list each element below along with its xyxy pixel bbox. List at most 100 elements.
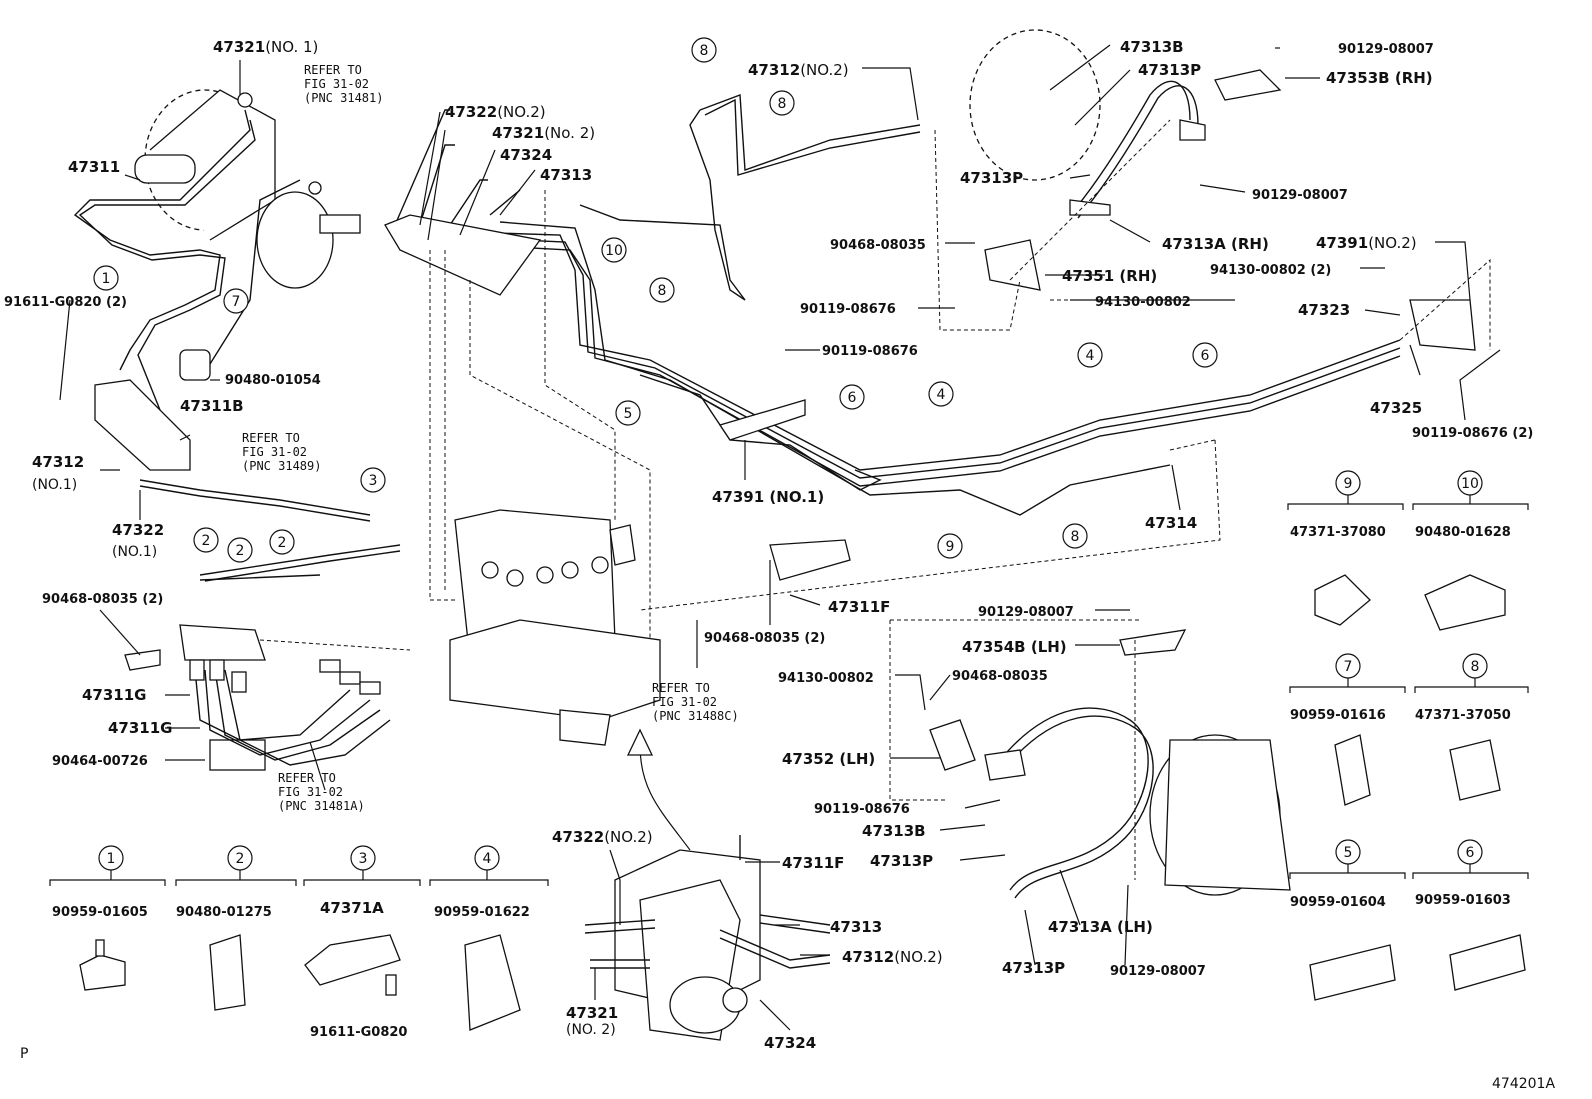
label-90464: 90464-00726 <box>52 754 148 769</box>
svg-text:90959-01616: 90959-01616 <box>1290 708 1386 723</box>
svg-text:91611-G0820: 91611-G0820 <box>310 1025 407 1040</box>
svg-text:9: 9 <box>1344 476 1353 492</box>
arrow-head <box>626 728 654 756</box>
svg-text:6: 6 <box>1201 348 1210 364</box>
label-47321-bot-b: (NO. 2) <box>566 1022 616 1038</box>
svg-text:47371-37080: 47371-37080 <box>1290 525 1386 540</box>
label-47321-no1: 47321(NO. 1) <box>213 38 318 56</box>
callout-9: 9 <box>937 533 963 559</box>
label-47391-no1: 47391 (NO.1) <box>712 488 824 506</box>
label-90119-c: 90119-08676 <box>814 802 910 817</box>
svg-text:(PNC 31481): (PNC 31481) <box>304 91 383 105</box>
svg-text:REFER TO: REFER TO <box>304 63 362 77</box>
label-94130-a: 94130-00802 <box>1095 295 1191 310</box>
svg-text:(PNC 31489): (PNC 31489) <box>242 459 321 473</box>
svg-text:REFER TO: REFER TO <box>278 771 336 785</box>
callout-6a: 6 <box>839 384 865 410</box>
svg-text:4: 4 <box>937 387 946 403</box>
svg-text:2: 2 <box>278 535 287 551</box>
callout-8c: 8 <box>649 277 675 303</box>
label-47313p-top: 47313P <box>1138 61 1201 79</box>
svg-text:90959-01605: 90959-01605 <box>52 905 148 920</box>
label-47325: 47325 <box>1370 399 1422 417</box>
clamp-legend-6: 6 90959-01603 <box>1412 839 1529 991</box>
label-47311: 47311 <box>68 158 120 176</box>
label-47313p-bot2: 47313P <box>1002 959 1065 977</box>
callout-1: 1 <box>93 265 119 291</box>
label-47313b-bot: 47313B <box>862 822 926 840</box>
label-90468-2-mid: 90468-08035 (2) <box>704 631 825 646</box>
callout-8b: 8 <box>769 90 795 116</box>
svg-text:7: 7 <box>1344 659 1353 675</box>
label-47352: 47352 (LH) <box>782 750 875 768</box>
svg-text:9: 9 <box>946 539 955 555</box>
label-47324-top: 47324 <box>500 146 552 164</box>
refer-note-3: REFER TO FIG 31-02 (PNC 31488C) <box>652 681 739 723</box>
svg-text:FIG 31-02: FIG 31-02 <box>242 445 307 459</box>
label-47312-no2: 47312(NO.2) <box>748 61 849 79</box>
label-47354b: 47354B (LH) <box>962 638 1067 656</box>
callout-3: 3 <box>360 467 386 493</box>
svg-text:2: 2 <box>236 543 245 559</box>
label-47311g-b: 47311G <box>108 719 173 737</box>
callout-circles: 1 2 2 2 3 4 4 5 6 6 7 8 8 8 8 9 10 <box>93 37 1218 563</box>
svg-text:REFER TO: REFER TO <box>652 681 710 695</box>
label-47311f-mid: 47311F <box>828 598 890 616</box>
callout-10: 10 <box>601 237 627 263</box>
label-47313p-bot1: 47313P <box>870 852 933 870</box>
callout-4a: 4 <box>928 381 954 407</box>
clamp-legend-5: 5 90959-01604 <box>1289 839 1406 1001</box>
refer-note-1: REFER TO FIG 31-02 (PNC 31481) <box>304 63 383 105</box>
label-90468-c: 90468-08035 <box>952 669 1048 684</box>
refer-note-4: REFER TO FIG 31-02 (PNC 31481A) <box>278 771 365 813</box>
label-47313a-rh: 47313A (RH) <box>1162 235 1269 253</box>
callout-6b: 6 <box>1192 342 1218 368</box>
label-47312-no1-a: 47312 <box>32 453 84 471</box>
label-47353b: 47353B (RH) <box>1326 69 1433 87</box>
callout-7: 7 <box>223 288 249 314</box>
label-47312-no1-b: (NO.1) <box>32 477 77 493</box>
callout-4b: 4 <box>1077 342 1103 368</box>
svg-text:10: 10 <box>605 243 623 259</box>
svg-text:2: 2 <box>202 533 211 549</box>
flex-hoses-47311g <box>189 659 391 766</box>
drum-front-lh <box>929 629 1291 899</box>
svg-text:10: 10 <box>1461 476 1479 492</box>
callout-8d: 8 <box>1062 523 1088 549</box>
label-90129-a: 90129-08007 <box>1338 42 1434 57</box>
label-90129-b: 90129-08007 <box>1252 188 1348 203</box>
label-90119-a: 90119-08676 <box>800 302 896 317</box>
label-47311b: 47311B <box>180 397 244 415</box>
svg-text:8: 8 <box>778 96 787 112</box>
label-47312-no2-bot: 47312(NO.2) <box>842 948 943 966</box>
clamp-legend-7: 7 90959-01616 <box>1289 653 1406 806</box>
clamp-legend-8: 8 47371-37050 <box>1414 653 1529 801</box>
label-94130-2: 94130-00802 (2) <box>1210 263 1331 278</box>
figure-id: 474201A <box>1492 1076 1555 1092</box>
left-brake-pipes <box>73 109 401 582</box>
callout-2c: 2 <box>269 529 295 555</box>
svg-text:90480-01275: 90480-01275 <box>176 905 272 920</box>
svg-text:(PNC 31488C): (PNC 31488C) <box>652 709 739 723</box>
svg-text:FIG 31-02: FIG 31-02 <box>278 785 343 799</box>
corner-mark-p: P <box>20 1046 28 1062</box>
label-47322-no1-b: (NO.1) <box>112 544 157 560</box>
refer-note-2: REFER TO FIG 31-02 (PNC 31489) <box>242 431 321 473</box>
clamp-legend-10: 10 90480-01628 <box>1412 470 1529 631</box>
label-47313a-lh: 47313A (LH) <box>1048 918 1153 936</box>
part-labels: 47321(NO. 1) 47311 91611-G0820 (2) 90480… <box>4 38 1533 1052</box>
svg-text:2: 2 <box>236 851 245 867</box>
label-47313p-mid: 47313P <box>960 169 1023 187</box>
label-90129-c: 90129-08007 <box>978 605 1074 620</box>
svg-text:(PNC 31481A): (PNC 31481A) <box>278 799 365 813</box>
label-47311f-bot: 47311F <box>782 854 844 872</box>
svg-text:90959-01622: 90959-01622 <box>434 905 530 920</box>
left-bracket-block <box>94 349 266 771</box>
clamp-legend-4: 4 90959-01622 <box>429 845 549 1031</box>
label-90119-2: 90119-08676 (2) <box>1412 426 1533 441</box>
label-90468-mid: 90468-08035 <box>830 238 926 253</box>
svg-text:5: 5 <box>1344 845 1353 861</box>
svg-text:1: 1 <box>102 271 111 287</box>
svg-text:90959-01603: 90959-01603 <box>1415 893 1511 908</box>
